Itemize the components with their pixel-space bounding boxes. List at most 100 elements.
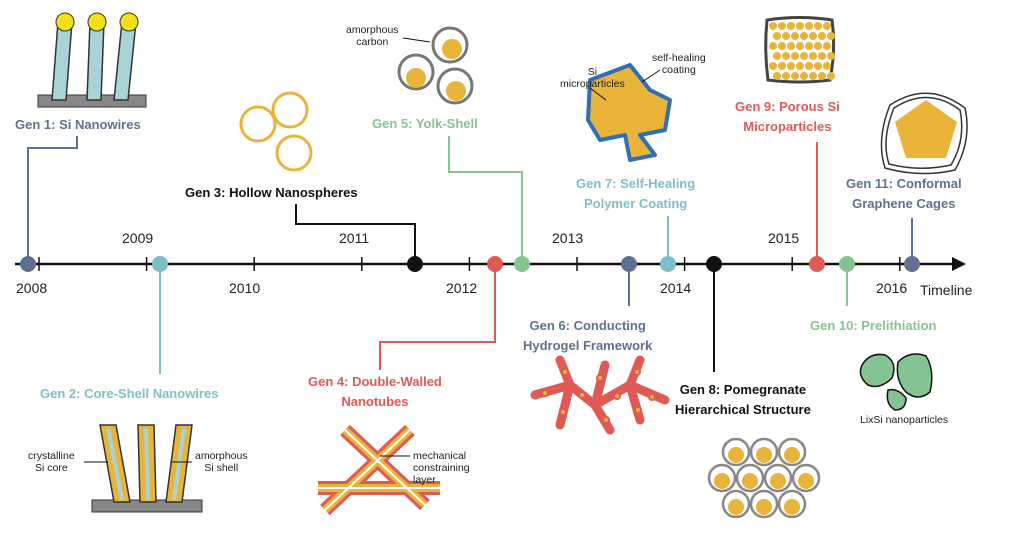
gen6-dot[interactable]: [621, 256, 637, 272]
connectors: [27, 136, 913, 374]
gen7-dot[interactable]: [660, 256, 676, 272]
porous-particle: [778, 62, 786, 70]
gen3-dot[interactable]: [407, 256, 423, 272]
year-label-2016: 2016: [876, 280, 908, 296]
porous-particle: [818, 52, 826, 60]
pomegranate-core: [756, 447, 772, 463]
yolk-shell-illustration: [397, 26, 474, 105]
pomegranate-core: [714, 473, 730, 489]
porous-particle: [791, 72, 799, 80]
gen3-title: Gen 3: Hollow Nanospheres: [185, 185, 358, 200]
gen4-dot[interactable]: [487, 256, 503, 272]
gen9-dot[interactable]: [809, 256, 825, 272]
porous-particle: [805, 22, 813, 30]
porous-particle: [796, 62, 804, 70]
pomegranate-core: [798, 473, 814, 489]
porous-particle: [796, 22, 804, 30]
gen1-connector: [27, 136, 78, 264]
porous-particle: [787, 22, 795, 30]
porous-particle: [800, 72, 808, 80]
porous-particle: [778, 22, 786, 30]
porous-particle: [787, 62, 795, 70]
porous-particle: [827, 52, 835, 60]
porous-particle: [823, 62, 831, 70]
gen1-title: Gen 1: Si Nanowires: [15, 117, 141, 132]
porous-particle: [791, 52, 799, 60]
porous-particle: [796, 42, 804, 50]
core-shell-illustration: [84, 424, 203, 513]
porous-particle: [809, 32, 817, 40]
porous-particle: [787, 42, 795, 50]
axis-label: Timeline: [920, 282, 973, 298]
pomegranate-core: [770, 473, 786, 489]
porous-particle: [823, 22, 831, 30]
porous-particle: [773, 52, 781, 60]
gen10-dot[interactable]: [839, 256, 855, 272]
gen3-connector: [295, 204, 416, 264]
porous-particle: [782, 52, 790, 60]
pomegranate-core: [784, 499, 800, 515]
porous-particle: [818, 32, 826, 40]
porous-microparticles-illustration: [764, 16, 836, 84]
pomegranate-illustration: [707, 437, 821, 519]
pomegranate-core: [784, 447, 800, 463]
porous-particle: [827, 72, 835, 80]
lixsi-nanoparticles-illustration: [859, 353, 933, 411]
year-label-2013: 2013: [552, 230, 584, 246]
lixsi-annotation: LixSi nanoparticles: [860, 414, 949, 426]
gen5-dot[interactable]: [514, 256, 530, 272]
pomegranate-core: [728, 447, 744, 463]
porous-particle: [805, 62, 813, 70]
milestone-dots: [20, 256, 920, 272]
gen5-connector: [448, 136, 523, 264]
porous-particle: [827, 32, 835, 40]
hydrogel-framework-illustration: [530, 355, 670, 435]
porous-particle: [814, 42, 822, 50]
porous-particle: [818, 72, 826, 80]
double-walled-nanotubes-illustration: [318, 424, 440, 516]
porous-particle: [782, 32, 790, 40]
gen2-title: Gen 2: Core-Shell Nanowires: [40, 386, 219, 401]
gen10-title: Gen 10: Prelithiation: [810, 318, 937, 333]
year-label-2012: 2012: [446, 280, 478, 296]
gen11-dot[interactable]: [904, 256, 920, 272]
porous-particle: [769, 42, 777, 50]
porous-particle: [809, 72, 817, 80]
pomegranate-core: [728, 499, 744, 515]
nanowires-illustration: [37, 12, 147, 108]
self-healing-coating-illustration: [586, 63, 672, 162]
year-label-2014: 2014: [660, 280, 692, 296]
porous-particle: [773, 72, 781, 80]
pomegranate-core: [742, 473, 758, 489]
gen5-title: Gen 5: Yolk-Shell: [372, 116, 478, 131]
porous-particle: [769, 62, 777, 70]
year-label-2011: 2011: [339, 230, 370, 246]
gen1-dot[interactable]: [20, 256, 36, 272]
pomegranate-core: [756, 499, 772, 515]
porous-particle: [805, 42, 813, 50]
axis-ticks: [38, 257, 901, 271]
porous-particle: [823, 42, 831, 50]
gen2-dot[interactable]: [152, 256, 168, 272]
axis-arrow-icon: [952, 257, 966, 271]
hollow-nanospheres-illustration: [239, 91, 313, 172]
gen8-dot[interactable]: [706, 256, 722, 272]
porous-particle: [778, 42, 786, 50]
porous-particle: [800, 32, 808, 40]
porous-particle: [800, 52, 808, 60]
porous-particle: [809, 52, 817, 60]
porous-particle: [814, 22, 822, 30]
